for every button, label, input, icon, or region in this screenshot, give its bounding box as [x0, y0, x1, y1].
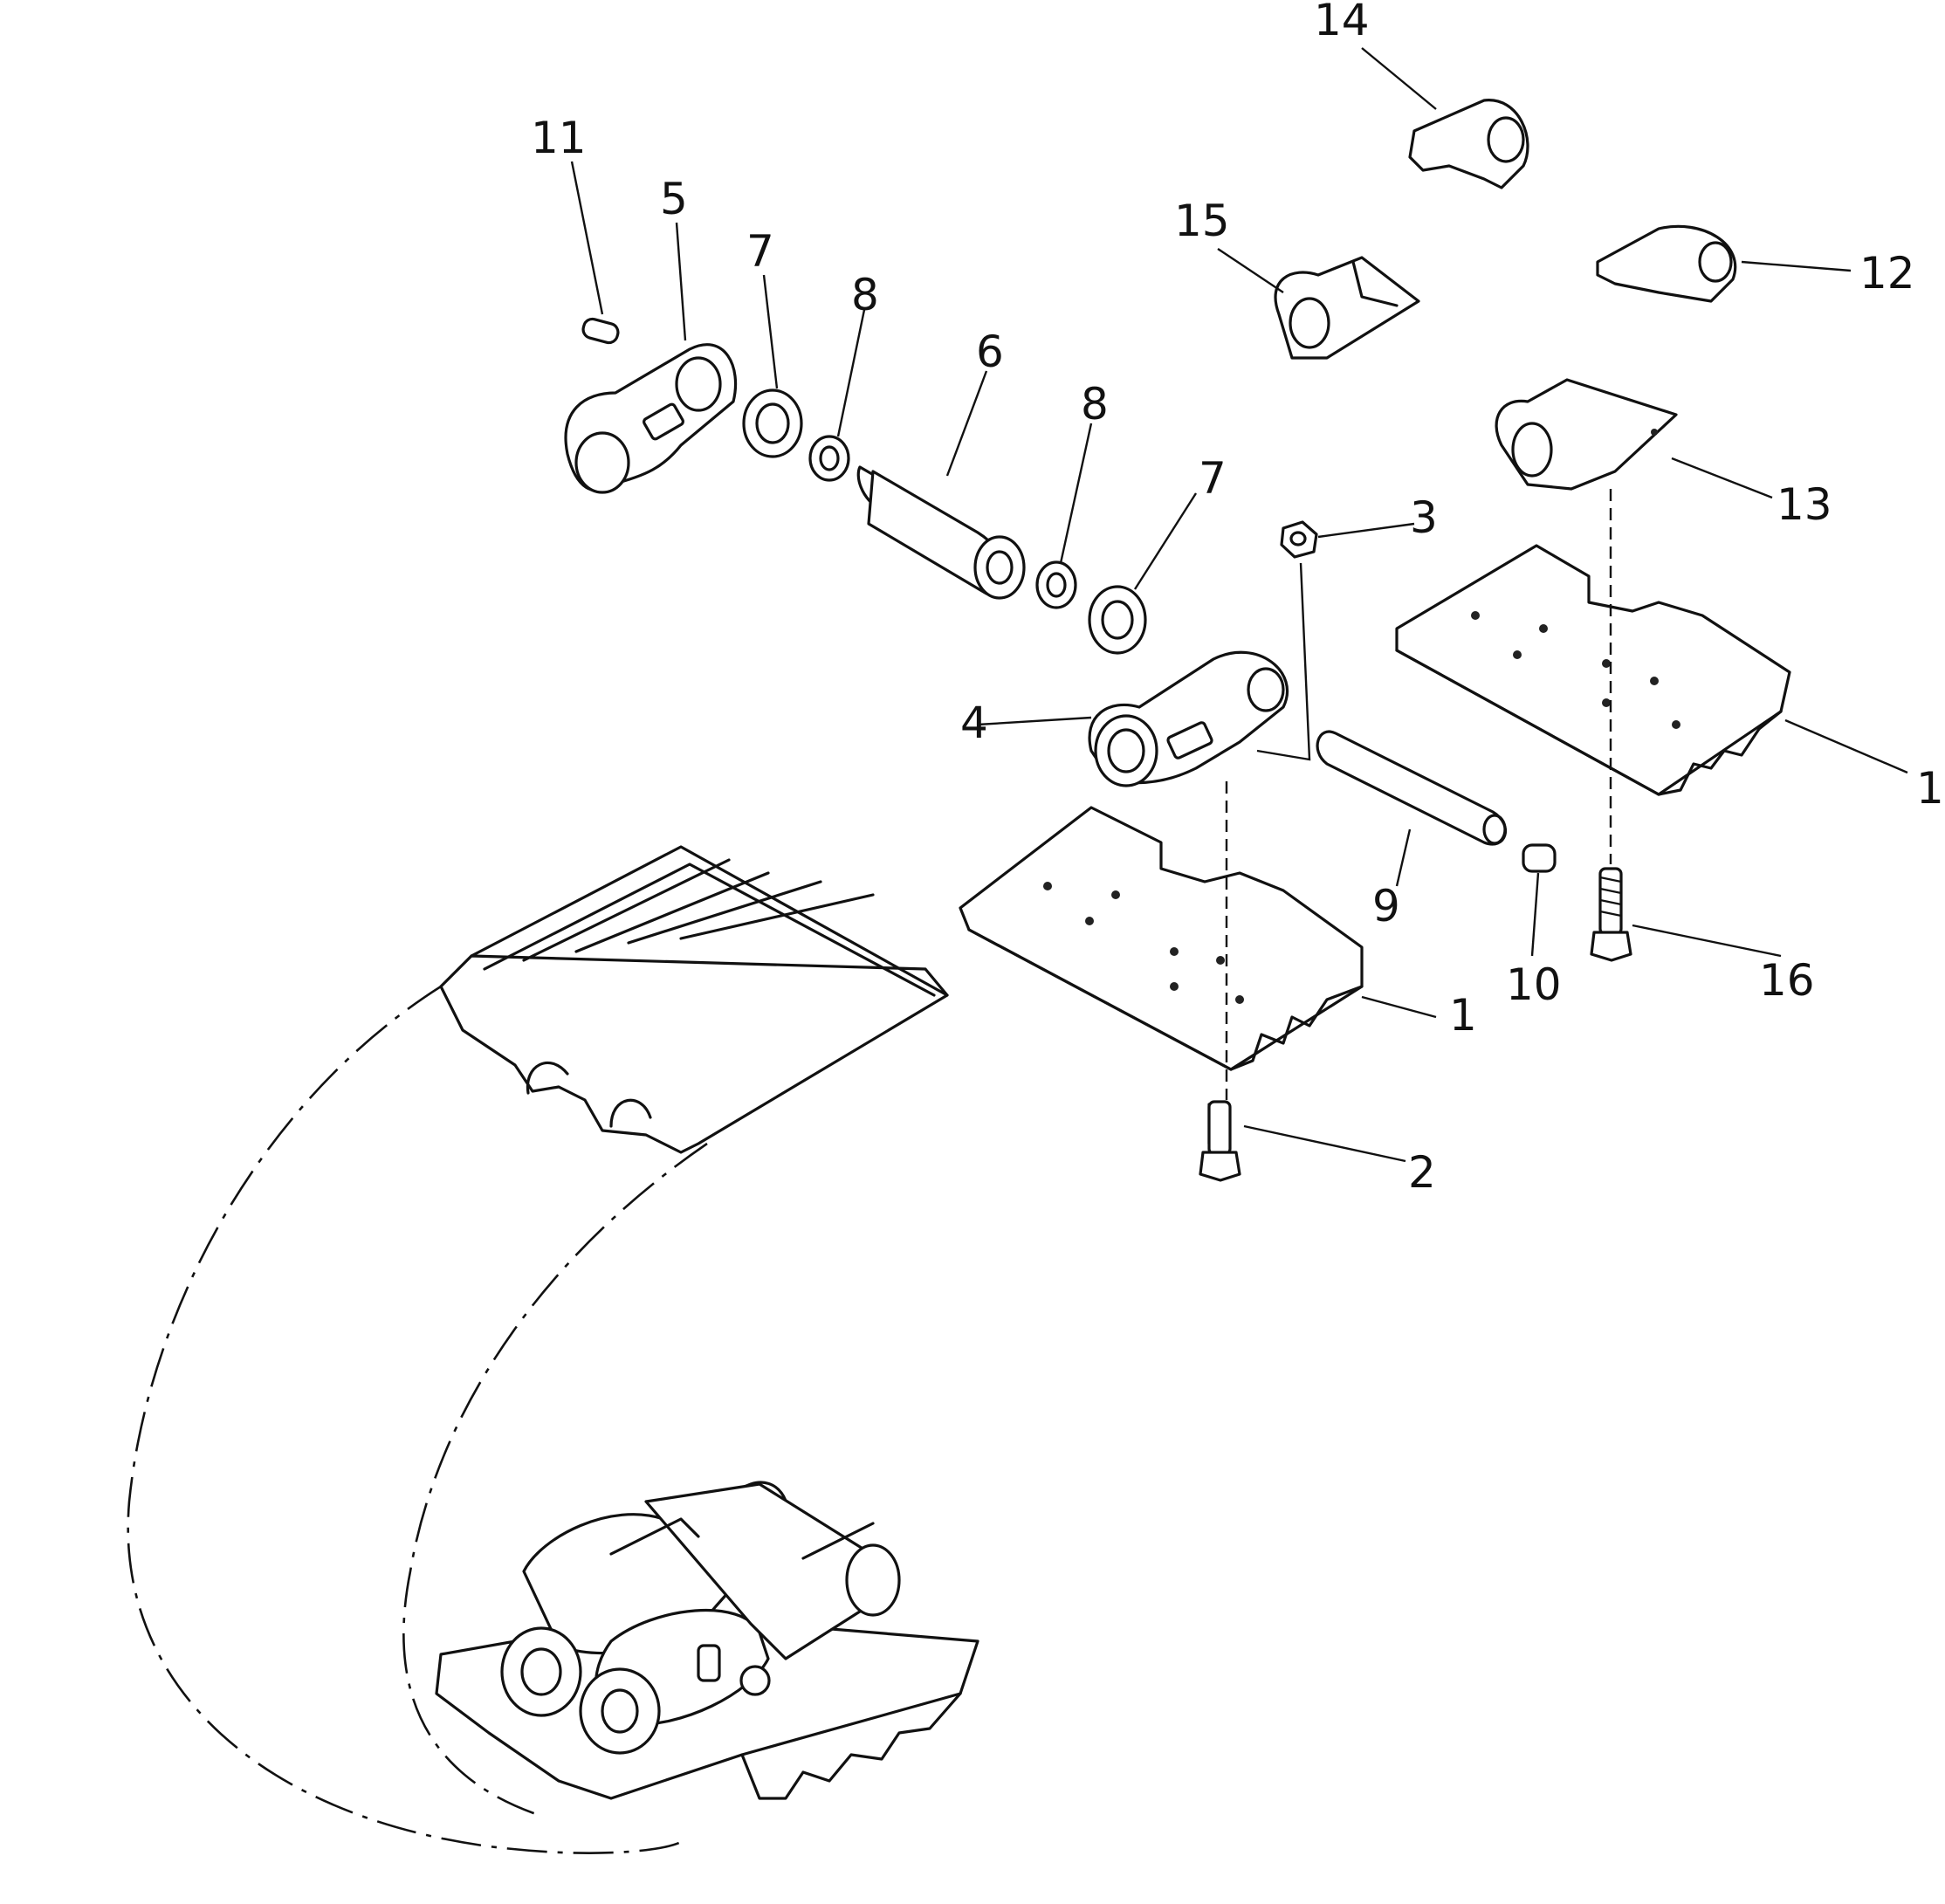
- callout-3: 3: [1410, 492, 1438, 543]
- track-shoe-section-top: [439, 845, 949, 1154]
- callout-8-lower: 8: [1081, 379, 1109, 430]
- callout-14: 14: [1314, 0, 1370, 45]
- callout-11: 11: [531, 113, 587, 163]
- part-7-seal-lower: [1088, 585, 1147, 655]
- callout-1-right: 1: [1916, 763, 1944, 814]
- track-chain-outline: [127, 985, 708, 1854]
- part-7-seal-upper: [742, 388, 803, 458]
- part-16-shoe-bolt: [1590, 867, 1632, 962]
- part-8-spacer-upper: [808, 435, 850, 482]
- part-15-master-link-half: [1274, 256, 1420, 360]
- callout-9: 9: [1372, 881, 1400, 931]
- callout-15: 15: [1174, 196, 1230, 246]
- callout-16: 16: [1759, 955, 1815, 1006]
- assembly-axis-lines: [1225, 489, 1612, 1100]
- callout-8-upper: 8: [851, 270, 879, 320]
- part-1-shoe-center: [959, 806, 1364, 1071]
- callout-7-lower: 7: [1199, 453, 1227, 504]
- callout-12: 12: [1859, 248, 1915, 299]
- part-3-nut: [1280, 520, 1318, 559]
- part-10-spacer: [1522, 843, 1557, 873]
- callout-2: 2: [1408, 1147, 1436, 1198]
- part-1-shoe-right: [1395, 544, 1791, 796]
- part-4-link: [1088, 650, 1289, 787]
- part-8-spacer-lower: [1035, 560, 1077, 609]
- part-13-master-link-half: [1495, 378, 1678, 491]
- leader-lines: [570, 47, 1908, 1163]
- part-11-pin: [581, 317, 620, 345]
- part-12-master-link-half: [1596, 224, 1737, 303]
- callout-1-center: 1: [1449, 990, 1477, 1041]
- callout-10: 10: [1506, 959, 1562, 1010]
- callout-4: 4: [960, 698, 988, 748]
- track-assembled-section-bottom: [435, 1481, 979, 1800]
- part-14-master-link-half: [1408, 99, 1529, 189]
- callout-7-upper: 7: [746, 226, 774, 277]
- part-5-link: [564, 343, 738, 494]
- part-6-bushing: [856, 465, 1026, 600]
- callout-labels: 14 11 5 15 7 8 12 6 8 13 7 3 4 1 9 16 10…: [531, 0, 1944, 1198]
- part-2-shoe-bolt: [1199, 1100, 1241, 1182]
- part-9-pin: [1316, 730, 1508, 846]
- callout-13: 13: [1777, 479, 1832, 530]
- callout-5: 5: [660, 174, 688, 224]
- callout-6: 6: [976, 326, 1004, 377]
